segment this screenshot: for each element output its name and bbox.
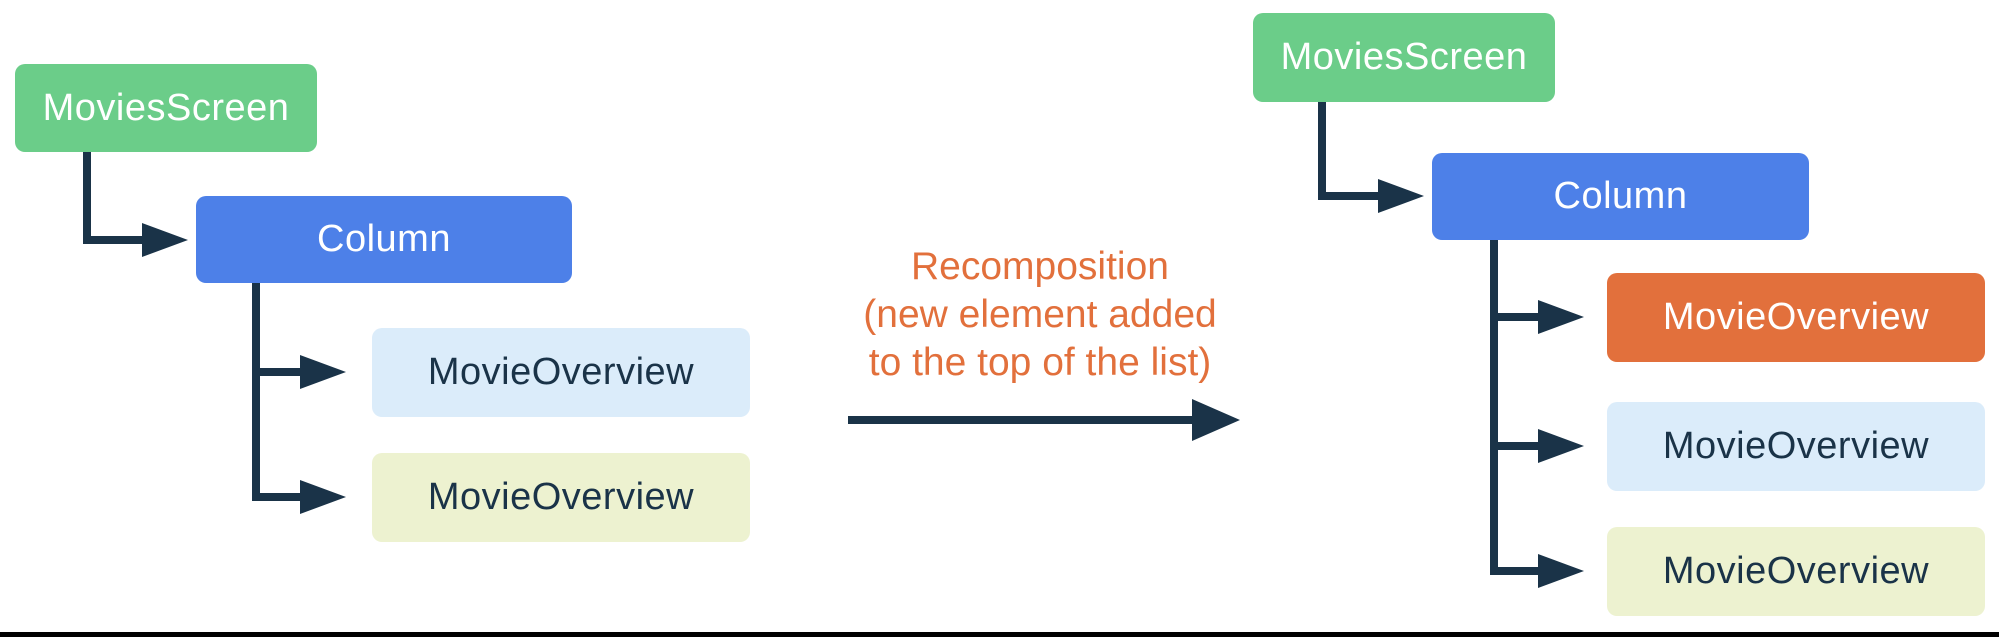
left-moviesscreen-to-column-connector [83,152,144,244]
right-movieoverview-3-label: MovieOverview [1662,550,1930,592]
right-moviesscreen-label: MoviesScreen [1280,36,1528,78]
annotation-line-3: to the top of the list) [868,341,1212,384]
left-movieoverview-2-node: MovieOverview [372,453,750,542]
right-branch-2-arrowhead [1538,429,1584,463]
right-moviesscreen-to-column-arrowhead [1378,179,1424,213]
right-movieoverview-new-label: MovieOverview [1662,296,1930,338]
left-movieoverview-1-node: MovieOverview [372,328,750,417]
left-column-node: Column [196,196,572,283]
right-branch-3-arrowhead [1538,554,1584,588]
left-movieoverview-2-label: MovieOverview [427,476,695,518]
left-branch-2-arrowhead [300,480,346,514]
right-movieoverview-2-node: MovieOverview [1607,402,1985,491]
right-column-node: Column [1432,153,1809,240]
bottom-rule [0,632,1999,637]
annotation-line-1: Recomposition [911,245,1169,288]
right-movieoverview-2-label: MovieOverview [1662,425,1930,467]
recomposition-annotation: Recomposition (new element added to the … [790,243,1290,387]
left-moviesscreen-to-column-arrowhead [142,223,188,257]
left-branch-1-arrowhead [300,355,346,389]
right-branch-1-arrowhead [1538,300,1584,334]
right-moviesscreen-node: MoviesScreen [1253,13,1555,102]
left-moviesscreen-label: MoviesScreen [42,86,290,129]
left-movieoverview-1-label: MovieOverview [427,351,695,393]
right-movieoverview-3-node: MovieOverview [1607,527,1985,616]
right-column-label: Column [1553,175,1688,217]
left-moviesscreen-node: MoviesScreen [15,64,317,152]
left-column-label: Column [317,218,451,260]
recomposition-arrowhead [1192,399,1240,441]
right-movieoverview-new-node: MovieOverview [1607,273,1985,362]
annotation-line-2: (new element added [863,293,1217,336]
right-moviesscreen-to-column-connector [1318,102,1380,200]
